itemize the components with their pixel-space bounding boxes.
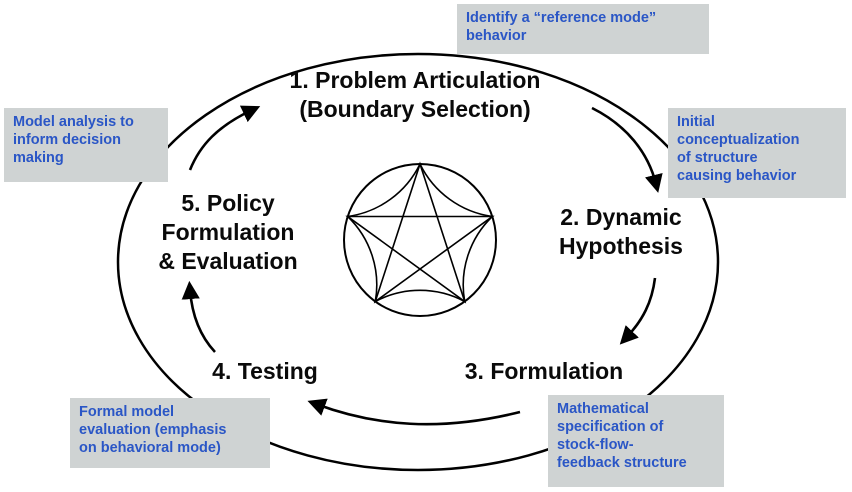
step-policy-line3: & Evaluation [158, 248, 298, 274]
arrow-formulation-to-testing [307, 398, 521, 426]
step-formulation: 3. Formulation [449, 357, 639, 386]
step-problem-line1: 1. Problem Articulation [289, 67, 541, 93]
step-formulation-line1: 3. Formulation [464, 358, 624, 384]
note-formal-model-line2: evaluation (emphasis [79, 422, 227, 438]
note-conceptualization-line1: Initial [677, 114, 715, 130]
step-policy-line1: 5. Policy [181, 190, 275, 216]
process-cycle-ellipse [116, 52, 720, 472]
step-testing: 4. Testing [190, 357, 340, 386]
note-reference-mode: Identify a “reference mode” behavior [457, 4, 709, 54]
step-hypothesis-line1: 2. Dynamic [560, 204, 682, 230]
note-formal-model-line3: on behavioral mode) [79, 440, 221, 456]
arrow-hypothesis-to-formulation [619, 277, 657, 345]
note-formal-model: Formal model evaluation (emphasis on beh… [70, 398, 270, 468]
note-model-analysis: Model analysis to inform decision making [4, 108, 168, 182]
note-conceptualization-line2: conceptualization [677, 132, 800, 148]
note-model-analysis-line3: making [13, 150, 64, 166]
note-reference-mode-line2: behavior [466, 28, 527, 44]
arrow-policy-to-problem [188, 105, 261, 171]
note-conceptualization: Initial conceptualization of structure c… [668, 108, 846, 198]
arrow-testing-to-policy [181, 280, 216, 353]
step-hypothesis-line2: Hypothesis [559, 233, 683, 259]
note-mathematical-line4: feedback structure [557, 455, 687, 471]
note-formal-model-line1: Formal model [79, 404, 175, 420]
note-mathematical-line3: stock-flow- [557, 437, 634, 453]
note-model-analysis-line2: inform decision [13, 132, 121, 148]
hypocycloid-star-in-circle-icon [343, 161, 497, 317]
note-conceptualization-line3: of structure [677, 150, 758, 166]
step-policy-formulation: 5. Policy Formulation & Evaluation [138, 189, 318, 276]
note-conceptualization-line4: causing behavior [677, 168, 797, 184]
note-reference-mode-line1: Identify a “reference mode” [466, 10, 657, 26]
step-problem-articulation: 1. Problem Articulation (Boundary Select… [265, 66, 565, 124]
step-testing-line1: 4. Testing [212, 358, 318, 384]
note-model-analysis-line1: Model analysis to [13, 114, 134, 130]
step-policy-line2: Formulation [161, 219, 295, 245]
step-dynamic-hypothesis: 2. Dynamic Hypothesis [546, 203, 696, 261]
note-mathematical-line2: specification of [557, 419, 664, 435]
note-mathematical-specification: Mathematical specification of stock-flow… [548, 395, 724, 487]
step-problem-line2: (Boundary Selection) [299, 96, 531, 122]
arrow-problem-to-hypothesis [591, 106, 663, 193]
note-mathematical-line1: Mathematical [557, 401, 649, 417]
